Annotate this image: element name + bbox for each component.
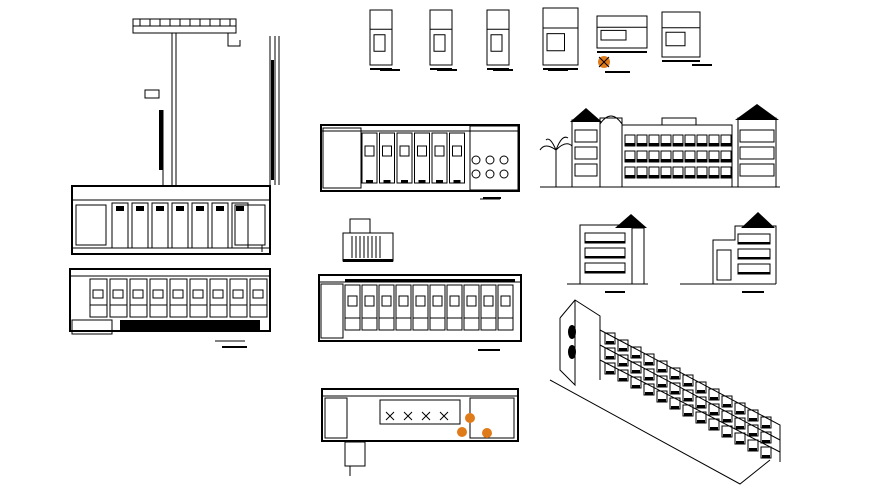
bay xyxy=(171,202,189,249)
unit xyxy=(361,284,378,331)
unit xyxy=(463,284,480,331)
orange-fixture-4 xyxy=(482,428,492,438)
bay xyxy=(131,202,149,249)
orange-fixture-3 xyxy=(457,427,467,437)
table xyxy=(471,169,481,179)
room-detail-1 xyxy=(369,9,393,70)
unit xyxy=(209,278,228,318)
unit xyxy=(229,278,248,318)
room-detail-4 xyxy=(542,7,579,70)
side-elevation-left xyxy=(567,214,648,285)
scale-bars xyxy=(222,64,764,351)
unit xyxy=(249,278,268,318)
unit xyxy=(149,278,168,318)
table xyxy=(499,155,509,165)
isometric-view xyxy=(549,299,781,485)
bay xyxy=(231,202,249,249)
unit xyxy=(129,278,148,318)
typical-floor-plan xyxy=(318,274,522,351)
typical-floor-plan-left xyxy=(69,268,271,342)
unit xyxy=(497,284,514,331)
unit xyxy=(480,284,497,331)
unit xyxy=(361,132,378,184)
ground-floor-plan xyxy=(320,124,520,200)
unit xyxy=(429,284,446,331)
unit xyxy=(396,132,413,184)
bay xyxy=(151,202,169,249)
bay xyxy=(211,202,229,249)
room-details xyxy=(369,7,701,70)
unit xyxy=(89,278,108,318)
unit xyxy=(109,278,128,318)
room-detail-3 xyxy=(486,9,510,70)
room-detail-6 xyxy=(661,11,701,62)
unit xyxy=(431,132,448,184)
stair-detail xyxy=(342,218,394,262)
unit xyxy=(189,278,208,318)
unit xyxy=(378,284,395,331)
table xyxy=(439,411,449,421)
unit xyxy=(414,132,430,184)
table xyxy=(385,411,395,421)
front-elevation xyxy=(539,104,780,188)
orange-fixture-2 xyxy=(465,413,475,423)
unit xyxy=(449,132,465,184)
table xyxy=(471,155,481,165)
site-plan xyxy=(71,18,280,255)
side-elevation-right xyxy=(680,212,777,285)
unit xyxy=(344,284,361,331)
table xyxy=(485,155,495,165)
room-detail-5 xyxy=(596,15,648,53)
table xyxy=(485,169,495,179)
unit xyxy=(395,284,412,331)
unit xyxy=(169,278,188,318)
table xyxy=(421,411,431,421)
bay xyxy=(191,202,209,249)
unit xyxy=(412,284,429,331)
unit xyxy=(446,284,463,331)
bay xyxy=(111,202,129,249)
table xyxy=(403,411,413,421)
table xyxy=(499,169,509,179)
room-detail-2 xyxy=(429,9,453,70)
unit xyxy=(379,132,395,184)
